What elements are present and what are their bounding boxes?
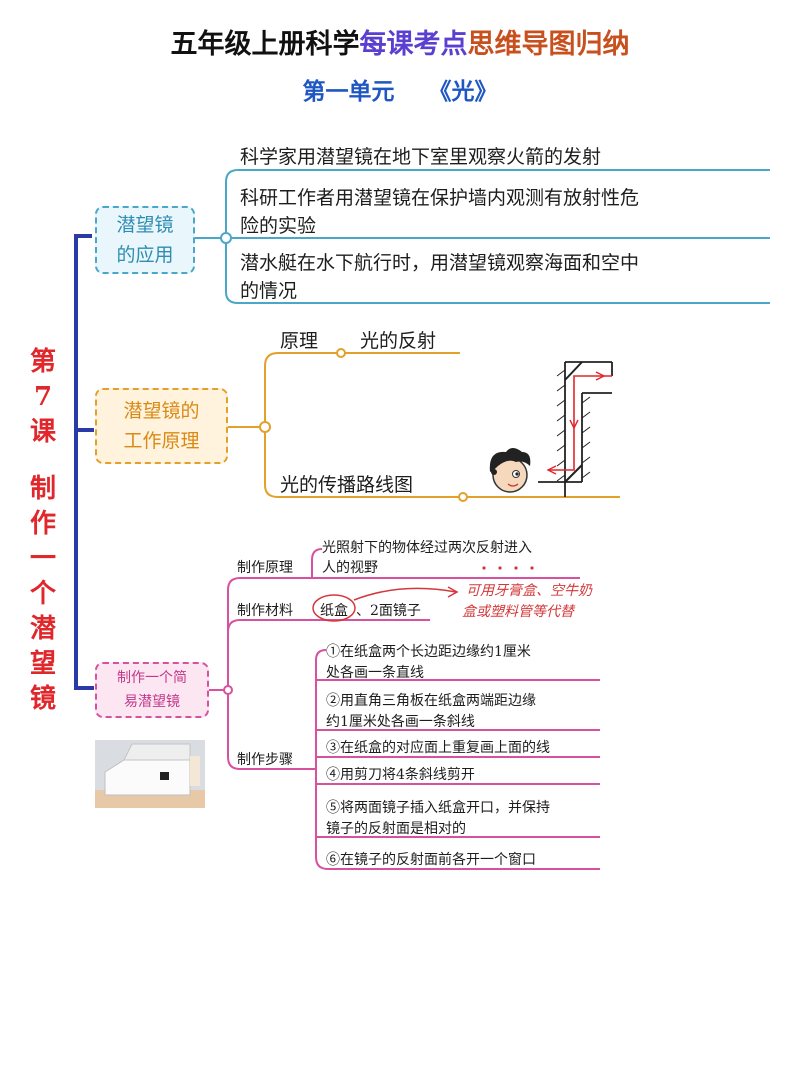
materials-label: 制作材料 (237, 603, 293, 619)
lesson-char: 第 (29, 347, 56, 377)
step-5-line2: 镜子的反射面是相对的 (326, 821, 466, 837)
application-item-2-line1: 科研工作者用潜望镜在保护墙内观测有放射性危 (240, 187, 640, 209)
light-path-label: 光的传播路线图 (280, 474, 414, 496)
lesson-char: 望 (29, 649, 56, 679)
branch1-node (220, 232, 232, 244)
periscope-photo (95, 740, 205, 808)
branch2-node (259, 421, 271, 433)
step-5-line1: ⑤将两面镜子插入纸盒开口，并保持 (326, 800, 550, 816)
branch2-sub-node-2 (458, 492, 468, 502)
branch3-node (223, 685, 233, 695)
materials-circle (312, 594, 356, 622)
observer-head (489, 448, 531, 493)
application-item-3-line2: 的情况 (240, 280, 298, 302)
make-principle-label: 制作原理 (237, 560, 293, 576)
materials-note-arrow (353, 587, 457, 601)
branch2-connectors (228, 352, 620, 498)
materials-note-line2: 盒或塑料管等代替 (462, 604, 574, 620)
emphasis-dots (482, 566, 534, 570)
lesson-char: 课 (29, 417, 56, 447)
branch-box-line: 的应用 (116, 244, 174, 266)
make-principle-line2: 人的视野 (322, 560, 378, 576)
branch-box-line: 易潜望镜 (124, 694, 180, 710)
periscope-diagram (538, 361, 613, 497)
branch-box-applications: 潜望镜的应用 (95, 206, 195, 274)
spine-bracket (74, 234, 92, 690)
materials-note-line1: 可用牙膏盒、空牛奶 (466, 583, 592, 599)
make-principle-line1: 光照射下的物体经过两次反射进入 (322, 540, 532, 556)
lesson-char: 7 (33, 382, 53, 412)
branch-box-line: 制作一个简 (117, 670, 187, 686)
branch-box-line: 潜望镜的 (123, 400, 200, 422)
branch1-connectors (195, 169, 770, 304)
materials-value-1: 纸盒 (320, 603, 348, 619)
principle-label: 原理 (280, 330, 319, 352)
step-1-line2: 处各画一条直线 (326, 665, 424, 681)
branch-box-line: 潜望镜 (116, 214, 174, 236)
page-subtitle: 第一单元 《光》 (0, 72, 800, 106)
step-2-line1: ②用直角三角板在纸盒两端距边缘 (326, 693, 536, 709)
page-title: 五年级上册科学每课考点思维导图归纳 (0, 22, 800, 61)
step-1-line1: ①在纸盒两个长边距边缘约1厘米 (326, 644, 531, 660)
lesson-title: 第 7 课 制 作 一 个 潜 望 镜 (18, 345, 68, 717)
lesson-char: 潜 (29, 614, 56, 644)
lesson-char: 镜 (29, 684, 56, 714)
subtitle-unit: 第一单元 (302, 79, 395, 105)
title-part-1: 五年级上册科学 (170, 29, 360, 60)
step-6: ⑥在镜子的反射面前各开一个窗口 (326, 852, 536, 868)
step-2-line2: 约1厘米处各画一条斜线 (326, 714, 475, 730)
application-item-3-line1: 潜水艇在水下航行时，用潜望镜观察海面和空中 (240, 252, 640, 274)
lesson-char: 个 (29, 579, 56, 609)
application-item-1: 科学家用潜望镜在地下室里观察火箭的发射 (240, 146, 602, 168)
lesson-char: 一 (29, 544, 56, 574)
step-4: ④用剪刀将4条斜线剪开 (326, 767, 475, 783)
title-part-2: 每课考点 (359, 29, 468, 60)
branch-box-make: 制作一个简易潜望镜 (95, 662, 209, 718)
lesson-char: 制 (29, 474, 56, 504)
branch2-sub-node-1 (336, 348, 346, 358)
principle-value: 光的反射 (360, 330, 437, 352)
application-item-2-line2: 险的实验 (240, 215, 317, 237)
materials-value-2: 、2面镜子 (356, 603, 421, 619)
lesson-char: 作 (29, 509, 56, 539)
step-3: ③在纸盒的对应面上重复画上面的线 (326, 740, 550, 756)
title-part-3: 思维导图归纳 (467, 29, 630, 60)
branch-box-principle: 潜望镜的工作原理 (95, 388, 228, 464)
subtitle-topic: 《光》 (428, 79, 498, 105)
steps-label: 制作步骤 (237, 752, 293, 768)
branch-box-line: 工作原理 (123, 430, 200, 452)
